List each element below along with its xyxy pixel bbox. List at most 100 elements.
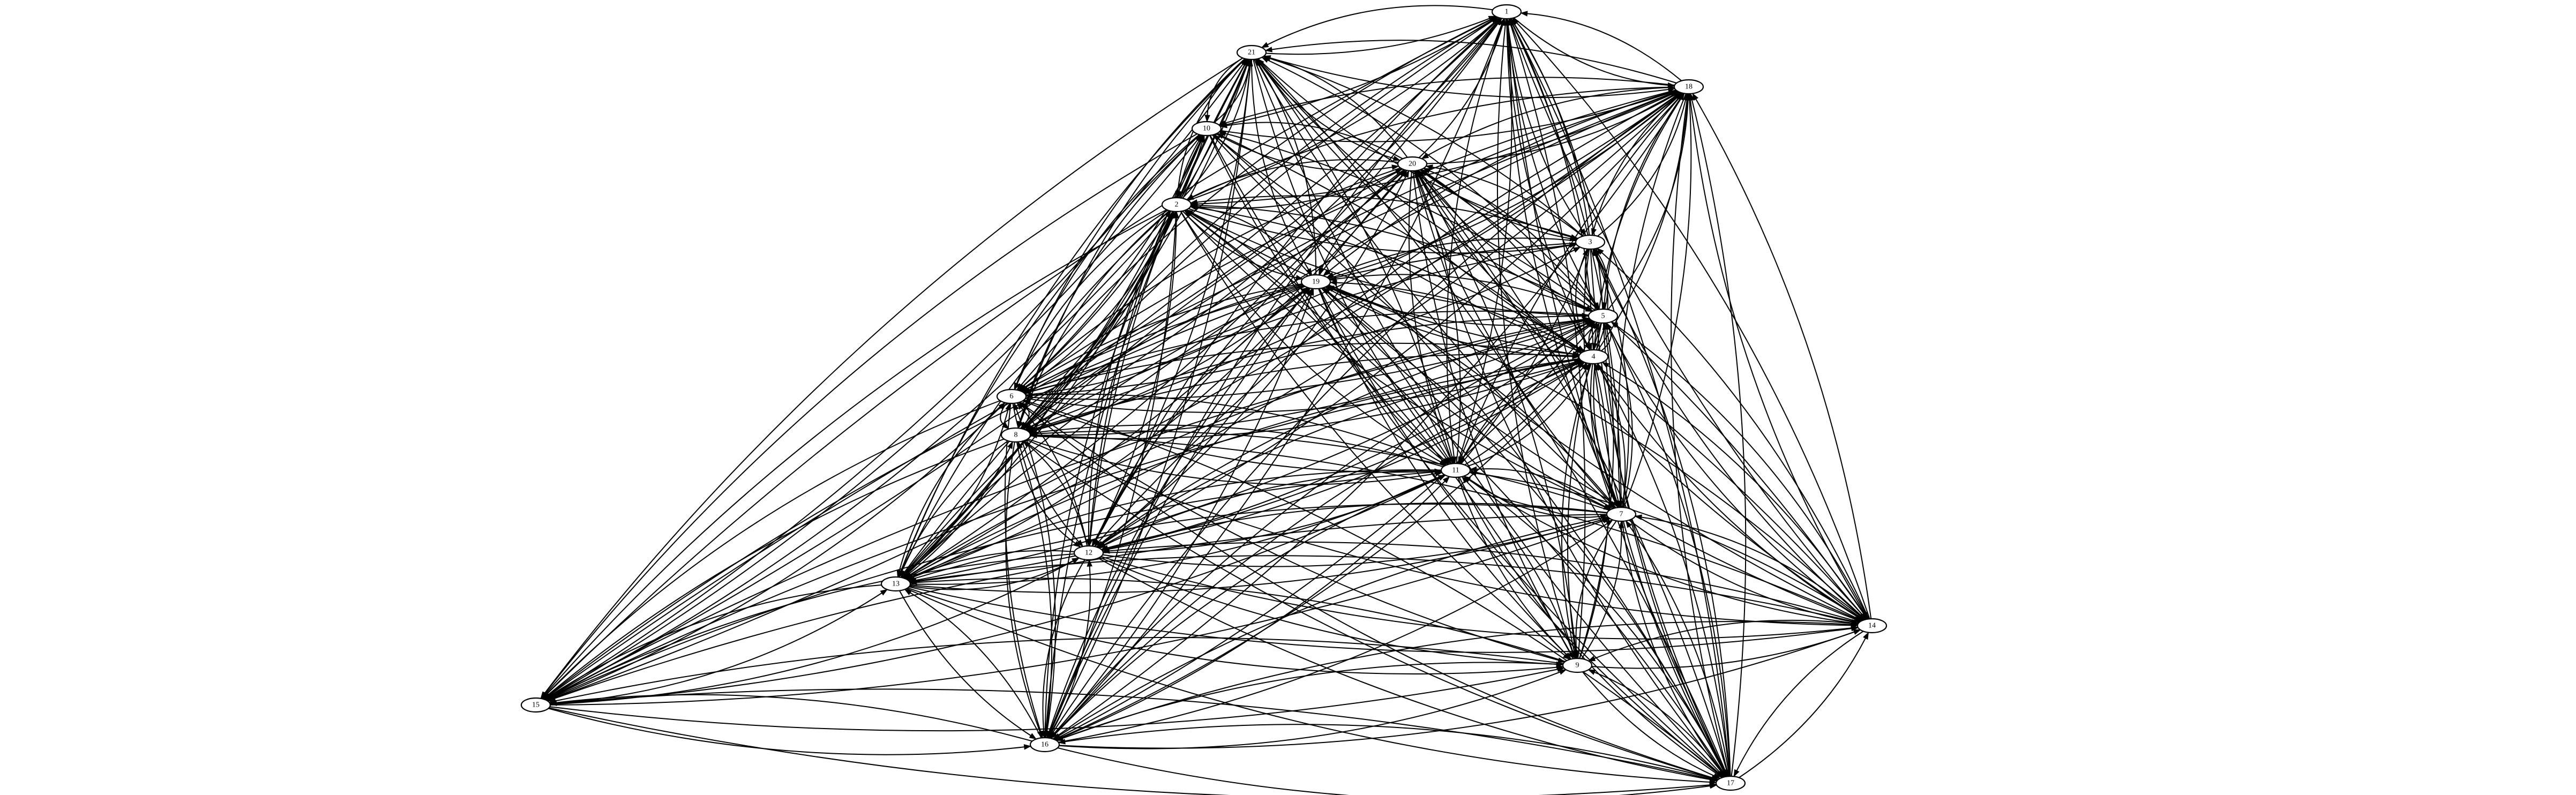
edge-3-to-21 — [1269, 58, 1584, 237]
edge-20-to-17 — [1413, 170, 1722, 772]
edge-19-to-16 — [1049, 288, 1311, 732]
edge-5-to-12 — [1102, 319, 1591, 544]
edge-9-to-7 — [1581, 527, 1622, 659]
arrowhead-10-to-20 — [1391, 164, 1399, 170]
node-11: 11 — [1440, 462, 1471, 478]
edge-15-to-10 — [544, 139, 1198, 700]
edge-21-to-5 — [1256, 58, 1587, 310]
edge-20-to-9 — [1412, 170, 1571, 654]
edge-15-to-2 — [545, 215, 1167, 701]
node-ellipse-20 — [1397, 156, 1428, 172]
edge-21-to-19 — [1251, 59, 1309, 270]
arrowhead-14-to-12 — [1102, 548, 1110, 554]
edge-8-to-17 — [1023, 440, 1712, 778]
edge-11-to-1 — [1457, 25, 1512, 464]
edge-6-to-21 — [1018, 65, 1247, 391]
edge-14-to-3 — [1601, 252, 1870, 619]
arrowhead-3-to-20 — [1425, 164, 1433, 170]
edge-12-to-13 — [912, 550, 1075, 578]
node-label-20: 20 — [1409, 160, 1416, 168]
edge-14-to-7 — [1641, 516, 1866, 620]
node-ellipse-10 — [1191, 121, 1222, 137]
edge-17-to-11 — [1469, 479, 1728, 777]
arrowhead-7-to-16 — [1053, 733, 1061, 740]
edge-4-to-17 — [1593, 363, 1724, 771]
edge-13-to-9 — [907, 587, 1557, 674]
edge-9-to-2 — [1189, 214, 1574, 659]
arrowhead-4-to-14 — [1855, 614, 1864, 621]
edge-1-to-11 — [1446, 18, 1505, 458]
edge-18-to-3 — [1593, 92, 1682, 229]
arrowhead-20-to-2 — [1186, 194, 1194, 200]
arrowhead-19-to-13 — [901, 571, 908, 579]
edge-20-to-7 — [1414, 170, 1612, 504]
arrowhead-16-to-2 — [1173, 211, 1179, 219]
edge-2-to-20 — [1190, 171, 1397, 209]
edge-21-to-20 — [1256, 58, 1394, 159]
edge-16-to-17 — [1057, 747, 1711, 795]
arrowhead-18-to-19 — [1322, 269, 1330, 276]
edge-12-to-9 — [1099, 557, 1557, 665]
edge-8-to-13 — [901, 440, 1008, 572]
node-label-6: 6 — [1010, 393, 1014, 401]
arrowhead-2-to-6 — [1014, 382, 1020, 391]
arrowhead-5-to-21 — [1261, 57, 1269, 63]
edge-4-to-9 — [1561, 363, 1592, 652]
arrowhead-6-to-3 — [1572, 246, 1581, 253]
arrowhead-20-to-4 — [1577, 345, 1585, 352]
edge-18-to-16 — [1052, 92, 1681, 733]
edge-12-to-16 — [1042, 559, 1085, 732]
edge-14-to-4 — [1607, 365, 1868, 620]
edge-21-to-15 — [544, 57, 1244, 694]
edge-10-to-11 — [1209, 135, 1445, 461]
arrowhead-20-to-11 — [1448, 456, 1454, 464]
edge-11-to-6 — [1032, 393, 1445, 467]
edge-21-to-1 — [1265, 18, 1490, 55]
edge-14-to-16 — [1062, 621, 1858, 739]
edge-20-to-1 — [1418, 25, 1503, 159]
node-ellipse-6 — [996, 388, 1027, 404]
arrowhead-19-to-8 — [1022, 422, 1030, 430]
edges-layer — [540, 5, 1872, 795]
arrowhead-6-to-9 — [1557, 657, 1566, 663]
arrowhead-18-to-5 — [1601, 302, 1607, 310]
edge-7-to-1 — [1512, 24, 1622, 508]
arrowhead-12-to-16 — [1040, 731, 1047, 739]
arrowhead-19-to-11 — [1441, 458, 1449, 465]
edge-13-to-15 — [549, 584, 882, 696]
node-8: 8 — [1000, 427, 1031, 443]
edge-18-to-15 — [549, 91, 1678, 696]
edge-5-to-19 — [1336, 274, 1592, 312]
edge-13-to-12 — [909, 560, 1074, 590]
arrowhead-7-to-9 — [1574, 651, 1579, 659]
arrowhead-19-to-7 — [1604, 504, 1612, 510]
edge-8-to-12 — [1016, 441, 1076, 544]
arrowhead-15-to-13 — [880, 589, 888, 596]
edge-5-to-1 — [1514, 24, 1604, 310]
edge-15-to-17 — [549, 707, 1710, 795]
edge-12-to-5 — [1102, 325, 1591, 551]
edge-11-to-15 — [552, 471, 1442, 699]
node-20: 20 — [1397, 156, 1428, 172]
edge-8-to-16 — [1005, 441, 1040, 732]
edge-9-to-16 — [1062, 662, 1563, 739]
edge-7-to-9 — [1575, 520, 1617, 652]
edge-17-to-7 — [1629, 526, 1730, 777]
node-label-15: 15 — [532, 701, 540, 709]
edge-4-to-15 — [551, 358, 1580, 698]
edge-3-to-14 — [1592, 249, 1861, 616]
edge-18-to-10 — [1225, 77, 1675, 124]
edge-13-to-14 — [909, 586, 1852, 653]
arrowhead-6-to-8 — [1001, 422, 1009, 430]
arrowhead-16-to-11 — [1442, 476, 1450, 484]
node-ellipse-12 — [1073, 545, 1104, 561]
arrowhead-16-to-19 — [1308, 288, 1314, 296]
edge-14-to-12 — [1109, 541, 1860, 623]
node-label-7: 7 — [1620, 511, 1623, 519]
edge-10-to-12 — [1089, 135, 1204, 540]
node-ellipse-11 — [1440, 462, 1471, 478]
edge-16-to-5 — [1054, 327, 1593, 740]
arrowhead-6-to-12 — [1076, 539, 1084, 548]
